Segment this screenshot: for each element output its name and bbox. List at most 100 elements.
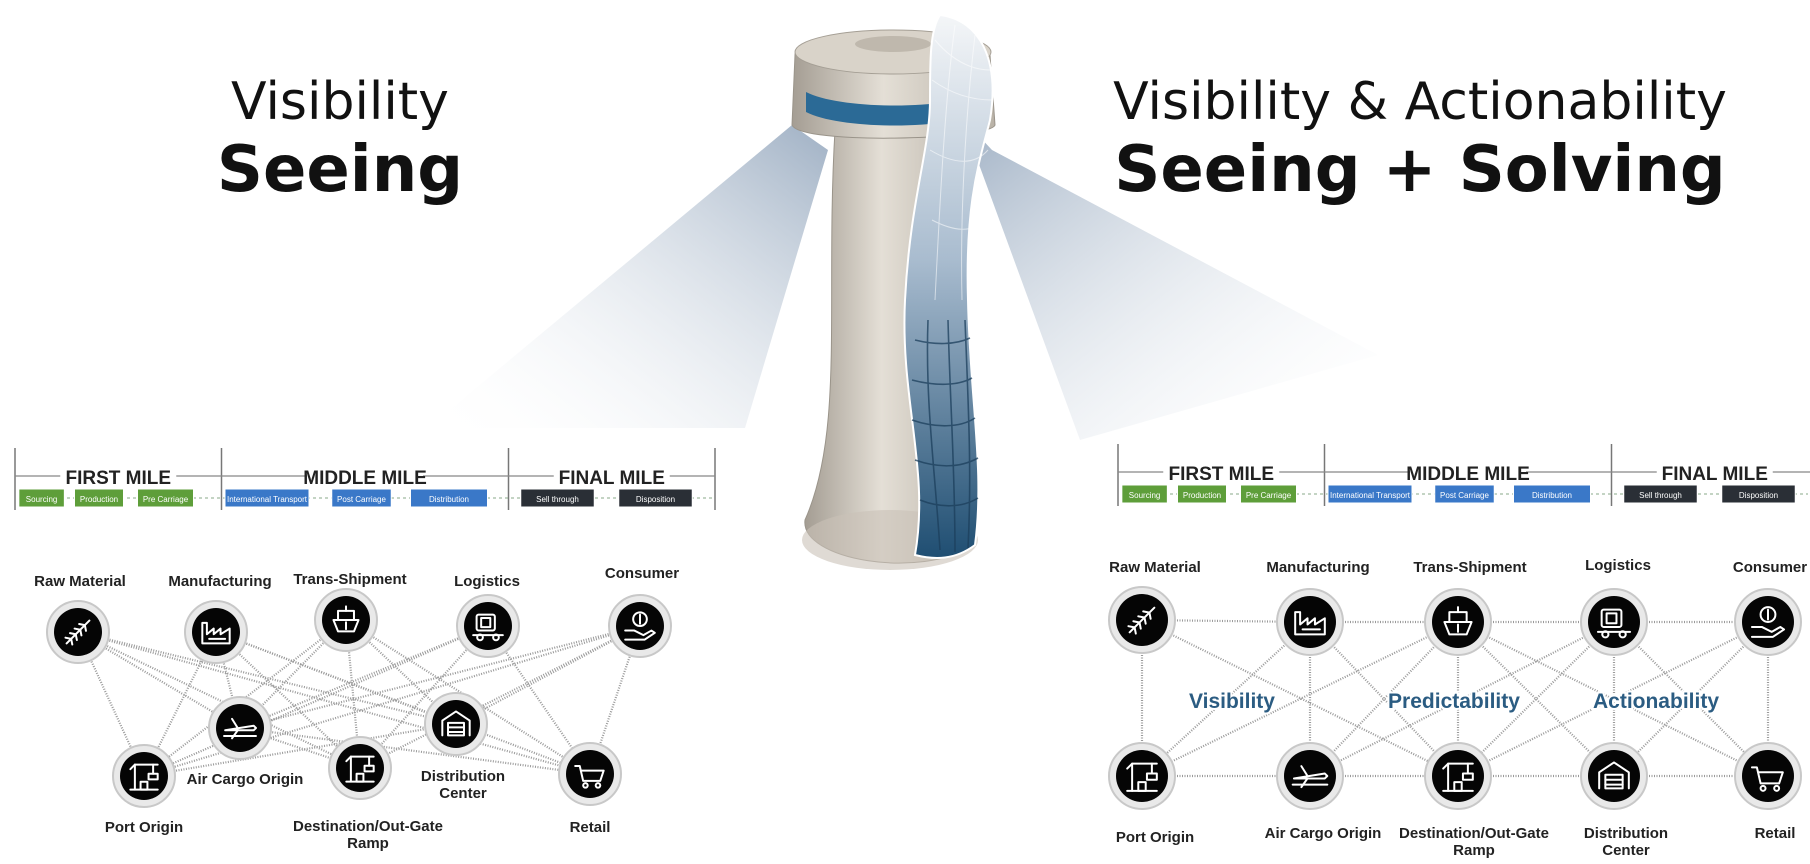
network-link <box>77 630 457 726</box>
network-node: Consumer <box>1733 559 1807 656</box>
timeline-step-label: Distribution <box>1532 491 1572 500</box>
network-link <box>239 624 489 730</box>
node-label: Logistics <box>1585 557 1651 574</box>
network-node: Port Origin <box>1108 742 1194 846</box>
network-link <box>1309 621 1615 777</box>
timeline-step-box <box>1434 484 1495 504</box>
factory-icon <box>1294 611 1326 636</box>
timeline-step-label: Distribution <box>429 495 469 504</box>
timeline-section-label: FINAL MILE <box>1662 464 1768 485</box>
timeline-step-box <box>1121 484 1168 504</box>
network-link <box>359 625 489 769</box>
timeline-step-label: Sourcing <box>26 495 58 504</box>
airplane-icon <box>223 717 257 740</box>
network-link <box>1457 621 1615 777</box>
network-links <box>77 619 642 778</box>
network-node: Air Cargo Origin <box>1265 742 1382 842</box>
overlay-label: Visibility <box>1189 690 1275 713</box>
crane-icon <box>1442 762 1474 792</box>
network-link <box>215 631 361 769</box>
node-label: Trans-Shipment <box>1413 559 1526 576</box>
warehouse-icon <box>1598 761 1630 790</box>
timeline-step-box <box>137 488 194 508</box>
network-node: Manufacturing <box>168 573 272 664</box>
crane-icon <box>129 763 159 791</box>
control-tower <box>791 13 996 570</box>
timeline-step-box <box>331 488 392 508</box>
node-label: Consumer <box>1733 559 1807 576</box>
right-heading-line1: Visibility & Actionability <box>1113 72 1727 132</box>
node-label: Air Cargo Origin <box>187 771 304 788</box>
node-label: Ramp <box>347 835 389 852</box>
timeline-section-label: MIDDLE MILE <box>303 468 427 489</box>
overlay-label: Actionability <box>1593 690 1719 713</box>
timeline-step-box <box>410 488 488 508</box>
timeline-section-label: FINAL MILE <box>559 468 665 489</box>
node-label: Trans-Shipment <box>293 571 406 588</box>
network-link <box>215 630 591 776</box>
network-link <box>1141 621 1311 777</box>
crane-icon <box>345 755 375 783</box>
timeline-step-label: Pre Carriage <box>1246 491 1292 500</box>
network-node: Consumer <box>605 565 679 658</box>
factory-icon <box>201 621 231 645</box>
node-label: Destination/Out-Gate <box>293 818 443 835</box>
timeline-step-label: Production <box>1183 491 1221 500</box>
timeline-section-label: MIDDLE MILE <box>1406 464 1530 485</box>
left-heading-line2: Seeing <box>216 133 464 207</box>
warehouse-icon <box>441 710 471 737</box>
timeline-section-label: FIRST MILE <box>1168 464 1274 485</box>
leaf-icon <box>64 619 91 646</box>
node-label: Ramp <box>1453 842 1495 859</box>
timeline-step-box <box>618 488 693 508</box>
network-link <box>1457 621 1615 777</box>
node-label: Logistics <box>454 573 520 590</box>
node-label: Center <box>1602 842 1650 859</box>
timeline-step-label: Disposition <box>1739 491 1778 500</box>
node-label: Center <box>439 785 487 802</box>
truck-icon <box>472 613 504 642</box>
timeline-step-label: Pre Carriage <box>143 495 189 504</box>
node-label: Manufacturing <box>168 573 271 590</box>
timeline-step-label: Sell through <box>536 495 579 504</box>
network-node: Logistics <box>1580 557 1651 656</box>
node-label: Consumer <box>605 565 679 582</box>
timeline-step-label: International Transport <box>1330 491 1411 500</box>
network-link <box>1141 621 1459 777</box>
ship-icon <box>1443 606 1473 636</box>
node-label: Distribution <box>421 768 505 785</box>
timeline-step-box <box>1721 484 1796 504</box>
network-node: Manufacturing <box>1266 559 1370 656</box>
network-link <box>1457 621 1769 777</box>
timeline-step-box <box>1177 484 1227 504</box>
left-heading-line1: Visibility <box>231 72 449 132</box>
hand-coin-icon <box>624 611 656 641</box>
node-label: Port Origin <box>105 819 183 836</box>
timeline-step-label: Sell through <box>1639 491 1682 500</box>
network-link <box>1309 621 1459 777</box>
node-label: Destination/Out-Gate <box>1399 825 1549 842</box>
node-label: Retail <box>570 819 611 836</box>
truck-icon <box>1596 608 1632 639</box>
timeline-step-label: International Transport <box>227 495 308 504</box>
timeline-step-box <box>1327 484 1413 504</box>
node-label: Raw Material <box>1109 559 1201 576</box>
timeline-step-box <box>1513 484 1591 504</box>
node-label: Air Cargo Origin <box>1265 825 1382 842</box>
network-link <box>143 631 217 777</box>
crane-icon <box>1126 762 1158 792</box>
ship-icon <box>332 605 360 633</box>
node-label: Manufacturing <box>1266 559 1369 576</box>
timeline-step-label: Production <box>80 495 118 504</box>
node-label: Distribution <box>1584 825 1668 842</box>
hand-coin-icon <box>1750 606 1786 638</box>
network-node: Air Cargo Origin <box>187 696 304 788</box>
network-link <box>77 631 361 769</box>
timeline-step-box <box>520 488 595 508</box>
